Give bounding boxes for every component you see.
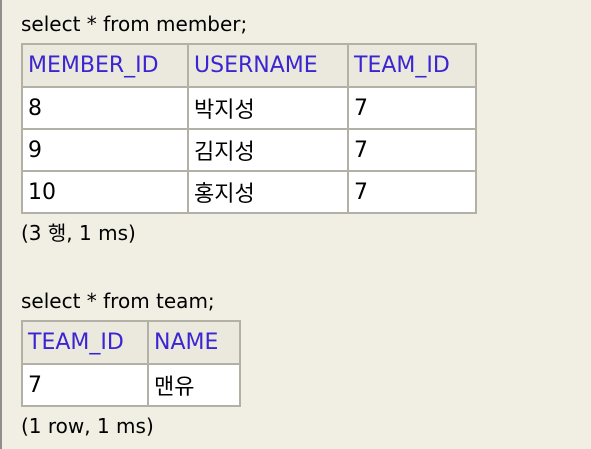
cell-username: 박지성 — [187, 86, 349, 130]
header-row: TEAM_ID NAME — [21, 320, 241, 365]
cell-member-id: 9 — [21, 128, 189, 172]
header-row: MEMBER_ID USERNAME TEAM_ID — [21, 43, 477, 88]
cell-team-id: 7 — [347, 128, 477, 172]
column-header-username[interactable]: USERNAME — [187, 43, 349, 88]
result-table-team: TEAM_ID NAME 7 맨유 — [21, 320, 241, 407]
query-summary: (1 row, 1 ms) — [21, 414, 154, 438]
left-panel-border — [0, 0, 2, 449]
table-row: 10 홍지성 7 — [21, 170, 477, 214]
result-table-member: MEMBER_ID USERNAME TEAM_ID 8 박지성 7 9 김지성… — [21, 43, 477, 214]
table-row: 9 김지성 7 — [21, 128, 477, 172]
cell-team-id: 7 — [347, 86, 477, 130]
cell-username: 김지성 — [187, 128, 349, 172]
query-result-team: select * from team; TEAM_ID NAME 7 맨유 (1… — [21, 289, 251, 438]
cell-team-id: 7 — [21, 363, 149, 407]
table-row: 7 맨유 — [21, 363, 241, 407]
column-header-member-id[interactable]: MEMBER_ID — [21, 43, 189, 88]
query-result-member: select * from member; MEMBER_ID USERNAME… — [21, 12, 481, 245]
sql-statement: select * from team; — [21, 289, 215, 313]
column-header-team-id[interactable]: TEAM_ID — [347, 43, 477, 88]
query-summary: (3 행, 1 ms) — [21, 221, 136, 245]
column-header-team-id[interactable]: TEAM_ID — [21, 320, 149, 365]
cell-member-id: 8 — [21, 86, 189, 130]
cell-member-id: 10 — [21, 170, 189, 214]
cell-name: 맨유 — [147, 363, 241, 407]
sql-statement: select * from member; — [21, 12, 248, 36]
table-row: 8 박지성 7 — [21, 86, 477, 130]
cell-team-id: 7 — [347, 170, 477, 214]
cell-username: 홍지성 — [187, 170, 349, 214]
column-header-name[interactable]: NAME — [147, 320, 241, 365]
